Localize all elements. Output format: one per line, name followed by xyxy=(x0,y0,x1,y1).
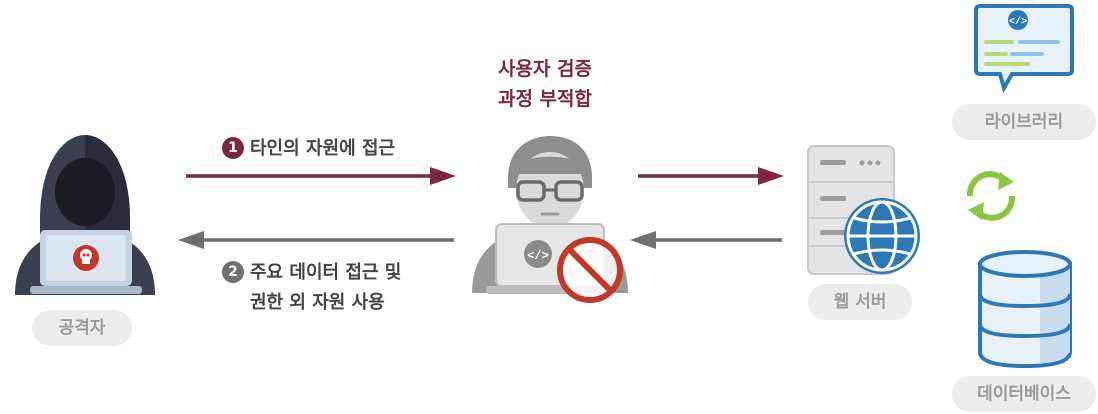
database-icon xyxy=(978,250,1072,369)
request-arrow xyxy=(186,167,456,185)
attacker-label: 공격자 xyxy=(32,310,132,346)
step1-number: 1 xyxy=(222,137,244,159)
step1-text: 타인의 자원에 접근 xyxy=(250,138,396,159)
attacker-icon xyxy=(15,135,155,295)
step2-line1: 주요 데이터 접근 및 xyxy=(250,262,402,283)
user-icon: </> xyxy=(472,136,628,303)
step2-label: 2 주요 데이터 접근 및 권한 외 자원 사용 xyxy=(222,258,401,318)
web-server-icon xyxy=(807,145,920,275)
response-arrow xyxy=(178,231,454,249)
verification-line2: 과정 부적합 xyxy=(497,88,592,110)
verification-line1: 사용자 검증 xyxy=(497,58,592,80)
server-request-arrow xyxy=(638,167,784,185)
step1-label: 1 타인의 자원에 접근 xyxy=(222,134,395,160)
library-icon: </> xyxy=(974,4,1074,94)
verification-label: 사용자 검증 과정 부적합 xyxy=(470,54,620,114)
svg-text:</>: </> xyxy=(527,249,549,263)
web-server-label: 웹 서버 xyxy=(808,284,912,320)
library-label: 라이브러리 xyxy=(952,104,1096,140)
step2-number: 2 xyxy=(222,261,244,283)
svg-text:</>: </> xyxy=(1009,16,1027,28)
sync-icon xyxy=(966,171,1016,221)
server-response-arrow xyxy=(630,231,782,249)
database-label: 데이터베이스 xyxy=(952,376,1096,412)
step2-line2: 권한 외 자원 사용 xyxy=(250,292,385,313)
